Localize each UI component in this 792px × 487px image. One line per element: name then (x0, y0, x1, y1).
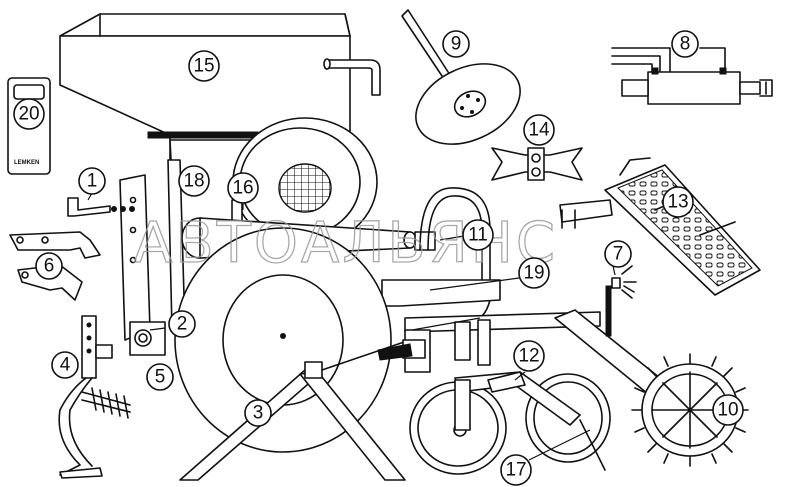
callout-marker: 4 (51, 351, 79, 379)
tramline-sensor (605, 265, 637, 337)
callout-label: 9 (451, 34, 462, 55)
callout-label: 20 (18, 104, 39, 125)
callout-label: 6 (44, 256, 55, 277)
spring-tine (58, 315, 131, 479)
callout-label: 19 (523, 263, 544, 284)
brand-label: LEMKEN (14, 160, 39, 166)
callout-marker: 9 (442, 30, 470, 58)
callout-marker: 11 (462, 219, 494, 251)
drive-wheel (174, 227, 411, 481)
callout-label: 5 (155, 367, 166, 388)
pivot-bracket (129, 321, 166, 356)
callout-label: 8 (680, 34, 691, 55)
callout-label: 4 (60, 355, 71, 376)
callout-marker: 20 (13, 98, 45, 130)
callout-label: 17 (505, 460, 526, 481)
callout-marker: 2 (168, 310, 196, 338)
leader-lines (87, 189, 616, 461)
callout-marker: 14 (523, 114, 555, 146)
callout-marker: 5 (146, 363, 174, 391)
callout-marker: 3 (244, 399, 272, 427)
callout-marker: 8 (671, 30, 699, 58)
pin-part (67, 197, 135, 217)
coupling-part (491, 147, 583, 181)
callout-marker: 1 (78, 167, 106, 195)
callout-marker: 18 (178, 165, 210, 197)
callout-label: 18 (183, 171, 204, 192)
callout-label: 2 (177, 314, 188, 335)
coulter-discs (409, 371, 611, 475)
callout-label: 15 (193, 56, 214, 77)
callout-marker: 13 (662, 186, 694, 218)
lemken-badge: LEMKEN (7, 77, 51, 175)
callout-marker: 10 (712, 394, 744, 426)
step-plate (559, 157, 761, 296)
callout-marker: 15 (188, 50, 220, 82)
disc-part (401, 9, 521, 145)
callout-label: 1 (87, 171, 98, 192)
callout-label: 13 (667, 192, 688, 213)
hydraulic-cylinder (611, 47, 773, 105)
callout-label: 16 (232, 178, 253, 199)
callout-marker: 19 (518, 257, 550, 289)
callout-label: 11 (468, 225, 488, 246)
bracket-plates (9, 231, 101, 301)
callout-marker: 6 (35, 252, 63, 280)
callout-label: 12 (518, 346, 539, 367)
callout-label: 7 (613, 244, 624, 265)
callout-label: 10 (717, 400, 738, 421)
callout-marker: 16 (227, 172, 259, 204)
callout-label: 14 (528, 120, 550, 141)
callout-marker: 7 (604, 240, 632, 268)
callout-marker: 17 (500, 454, 532, 486)
watermark: АВТОАЛЬЯНС (134, 211, 558, 276)
callout-marker: 12 (513, 340, 545, 372)
fan-blower (231, 117, 378, 247)
callout-label: 3 (253, 403, 264, 424)
